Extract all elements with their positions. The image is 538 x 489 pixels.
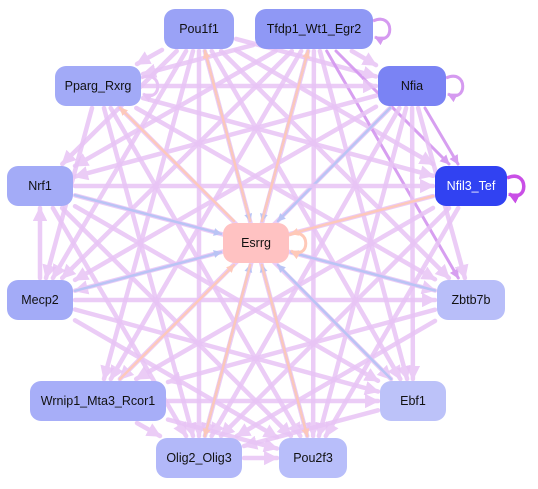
- node-box: [378, 66, 446, 106]
- node-ebf1[interactable]: Ebf1: [380, 381, 446, 421]
- edge-zbtb7b-to-esrrg: [289, 250, 437, 292]
- edge-zbtb7b-to-wrnip1_mta3_rcor1: [165, 307, 438, 386]
- node-pparg_rxrg[interactable]: Pparg_Rxrg: [55, 66, 141, 106]
- edge-wrnip1_mta3_rcor1-to-olig2_olig3: [134, 420, 163, 439]
- edge-nfia-to-esrrg: [276, 106, 392, 223]
- node-label: Nrf1: [28, 179, 52, 193]
- node-label: Esrrg: [241, 236, 271, 250]
- node-label: Olig2_Olig3: [166, 451, 231, 465]
- node-box: [7, 166, 73, 206]
- edge-nfia-to-nrf1: [72, 93, 379, 181]
- node-nrf1[interactable]: Nrf1: [7, 166, 73, 206]
- edge-nfil3_tef-to-wrnip1_mta3_rcor1: [133, 205, 436, 382]
- edge-nfia-to-mecp2: [72, 104, 379, 283]
- self-loop-nfia: [445, 74, 465, 103]
- edge-nrf1-to-ebf1: [72, 203, 381, 384]
- node-label: Pou2f3: [293, 451, 333, 465]
- edge-zbtb7b-to-olig2_olig3: [234, 318, 438, 439]
- node-box: [55, 66, 141, 106]
- self-loop-esrrg: [288, 231, 308, 260]
- node-box: [279, 438, 347, 478]
- node-box: [164, 9, 234, 49]
- node-box: [255, 9, 373, 49]
- edge-esrrg-to-pparg_rxrg: [118, 106, 236, 223]
- node-box: [7, 280, 73, 320]
- edge-tfdp1_wt1_egr2-to-pparg_rxrg: [140, 42, 256, 78]
- node-label: Pparg_Rxrg: [65, 79, 132, 93]
- node-label: Nfia: [401, 79, 423, 93]
- edge-tfdp1_wt1_egr2-to-pou2f3: [305, 48, 321, 439]
- node-mecp2[interactable]: Mecp2: [7, 280, 73, 320]
- self-loop-layer: [140, 17, 526, 260]
- edge-ebf1-to-olig2_olig3: [241, 408, 381, 450]
- node-wrnip1_mta3_rcor1[interactable]: Wrnip1_Mta3_Rcor1: [30, 381, 166, 421]
- edge-nfia-to-nfil3_tef: [423, 106, 460, 166]
- node-tfdp1_wt1_egr2[interactable]: Tfdp1_Wt1_Egr2: [255, 9, 373, 49]
- node-zbtb7b[interactable]: Zbtb7b: [437, 280, 505, 320]
- node-label: Ebf1: [400, 394, 426, 408]
- edge-esrrg-to-pou2f3: [260, 263, 310, 438]
- node-box: [437, 280, 505, 320]
- node-label: Zbtb7b: [452, 293, 491, 307]
- edge-ebf1-to-esrrg: [276, 263, 393, 381]
- node-box: [435, 166, 507, 206]
- edge-wrnip1_mta3_rcor1-to-esrrg: [118, 263, 236, 381]
- edge-pparg_rxrg-to-zbtb7b: [134, 105, 438, 282]
- edge-esrrg-to-olig2_olig3: [202, 263, 252, 438]
- edge-nfia-to-olig2_olig3: [209, 105, 402, 439]
- edge-pou1f1-to-ebf1: [209, 48, 403, 382]
- node-label: Pou1f1: [179, 22, 219, 36]
- edge-tfdp1_wt1_egr2-to-wrnip1_mta3_rcor1: [108, 48, 304, 382]
- node-nfia[interactable]: Nfia: [378, 66, 446, 106]
- node-label: Mecp2: [21, 293, 59, 307]
- node-label: Nfil3_Tef: [447, 179, 496, 193]
- edge-pparg_rxrg-to-pou2f3: [108, 105, 303, 439]
- self-loop-nfil3_tef: [506, 174, 526, 204]
- edge-pparg_rxrg-to-nfil3_tef: [140, 95, 436, 180]
- edge-nrf1-to-esrrg: [73, 193, 223, 236]
- edge-esrrg-to-pou1f1: [202, 49, 252, 223]
- node-label: Wrnip1_Mta3_Rcor1: [41, 394, 155, 408]
- edge-esrrg-to-tfdp1_wt1_egr2: [260, 49, 310, 223]
- self-loop-pparg_rxrg: [140, 74, 160, 103]
- node-olig2_olig3[interactable]: Olig2_Olig3: [156, 438, 242, 478]
- edge-mecp2-to-esrrg: [73, 250, 223, 293]
- node-esrrg[interactable]: Esrrg: [223, 223, 289, 263]
- node-box: [156, 438, 242, 478]
- self-loop-tfdp1_wt1_egr2: [372, 17, 392, 46]
- node-label: Tfdp1_Wt1_Egr2: [267, 22, 362, 36]
- edge-pou1f1-to-pparg_rxrg: [134, 47, 165, 67]
- node-box: [30, 381, 166, 421]
- node-pou1f1[interactable]: Pou1f1: [164, 9, 234, 49]
- node-box: [223, 223, 289, 263]
- node-nfil3_tef[interactable]: Nfil3_Tef: [435, 166, 507, 206]
- node-box: [380, 381, 446, 421]
- edge-tfdp1_wt1_egr2-to-nfia: [349, 48, 379, 68]
- edge-layer: [32, 36, 469, 466]
- node-pou2f3[interactable]: Pou2f3: [279, 438, 347, 478]
- edge-nfil3_tef-to-esrrg: [289, 194, 435, 236]
